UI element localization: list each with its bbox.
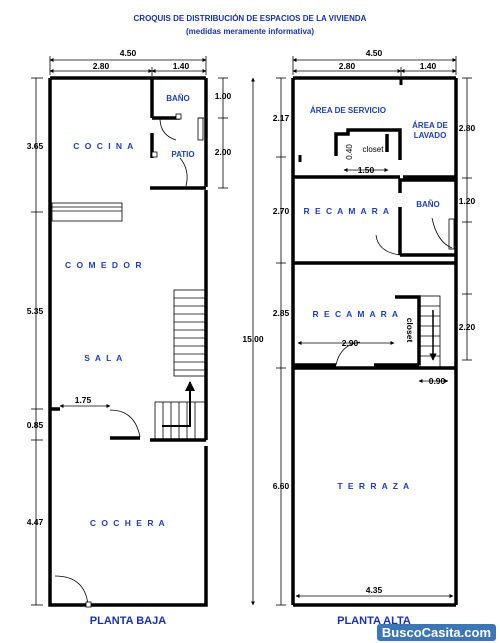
pb-room-patio: PATIO: [171, 150, 194, 159]
pa-dim-h-120: 1.20: [459, 196, 476, 206]
pa-room-terraza: T E R R A Z A: [337, 481, 410, 491]
pa-room-bano: BAÑO: [416, 200, 440, 209]
pb-label: PLANTA BAJA: [90, 615, 166, 627]
planta-baja: 4.50 2.80 1.40 BAÑO C O C I N A PATIO C …: [27, 48, 232, 627]
pa-dim-h-285: 2.85: [273, 308, 290, 318]
planta-alta: 4.50 2.80 1.40 1.50 0.40: [273, 48, 476, 627]
pa-room-recamara-2: R E C A M A R A: [312, 309, 399, 319]
pa-dim-w-435: 4.35: [366, 585, 383, 595]
pa-dim-h-660: 6.60: [273, 481, 290, 491]
pa-dim-h-040: 0.40: [345, 144, 354, 160]
pb-dim-total-width: 4.50: [120, 48, 137, 58]
pb-dim-w-left: 2.80: [93, 61, 110, 71]
pa-room-servicio: ÁREA DE SERVICIO: [310, 106, 386, 115]
pb-dim-w-175: 1.75: [75, 395, 92, 405]
pb-room-cochera: C O C H E R A: [90, 518, 166, 528]
pb-room-sala: S A L A: [84, 353, 124, 363]
pb-dim-h-sala: 5.35: [27, 306, 44, 316]
pb-dim-h-cocina: 3.65: [27, 141, 44, 151]
plan-subtitle: (medidas meramente informativa): [185, 27, 315, 36]
pa-dim-w-150: 1.50: [358, 165, 375, 175]
pa-dim-w-left: 2.80: [339, 61, 356, 71]
pa-room-recamara-1: R E C A M A R A: [303, 206, 390, 216]
pb-dim-h-085: 0.85: [27, 420, 44, 430]
pa-dim-w-290: 2.90: [342, 338, 359, 348]
pa-dim-h-280: 2.80: [459, 123, 476, 133]
pa-dim-h-270: 2.70: [273, 206, 290, 216]
pb-room-comedor: C O M E D O R: [65, 260, 143, 270]
pb-dim-h-cochera: 4.47: [27, 517, 44, 527]
pb-dim-h-bano: 1.00: [215, 91, 232, 101]
pb-room-bano: BAÑO: [166, 94, 190, 103]
pa-room-lavado-line1: ÁREA DE: [412, 121, 448, 130]
dim-total-length: 15.00: [242, 334, 264, 344]
pa-dim-w-090: 0.90: [429, 376, 446, 386]
pa-room-lavado-line2: LAVADO: [414, 131, 447, 140]
pb-room-cocina: C O C I N A: [73, 141, 135, 151]
pb-dim-w-right: 1.40: [173, 61, 190, 71]
pa-dim-h-217: 2.17: [273, 113, 290, 123]
pb-dim-h-patio: 2.00: [215, 147, 232, 157]
pa-dim-total-width: 4.50: [366, 48, 383, 58]
pa-dim-w-right: 1.40: [420, 61, 437, 71]
pa-room-closet-1: closet: [363, 145, 385, 154]
pa-room-closet-2: closet: [405, 318, 415, 343]
pb-stairs: [154, 289, 207, 441]
watermark-logo: BuscoCasita.com: [376, 624, 496, 641]
plan-title: CROQUIS DE DISTRIBUCIÓN DE ESPACIOS DE L…: [133, 14, 367, 23]
pa-dim-h-220: 2.20: [459, 322, 476, 332]
